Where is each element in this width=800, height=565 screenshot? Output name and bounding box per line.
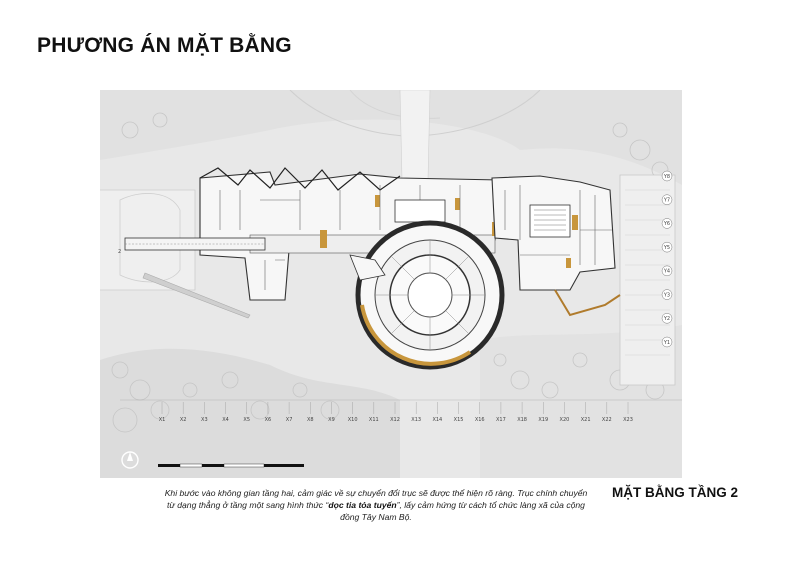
grid-y-label: Y7	[663, 198, 670, 204]
grid-x-label: X12	[390, 417, 400, 423]
grid-x-label: X7	[286, 417, 293, 423]
grid-y-bubble	[661, 265, 673, 277]
grid-x-label: X13	[411, 417, 421, 423]
wood-accent	[375, 195, 380, 207]
grid-x-label: X8	[307, 417, 314, 423]
grid-y-bubble	[661, 336, 673, 348]
scale-bar	[158, 463, 304, 468]
grid-x-label: X11	[369, 417, 379, 423]
wood-accent	[566, 258, 571, 268]
grid-x-label: X19	[538, 417, 548, 423]
east-interior-walls	[504, 185, 612, 265]
grid-y-bubble	[661, 194, 673, 205]
grid-y-label: Y8	[663, 174, 670, 180]
wood-accent	[320, 230, 327, 248]
circular-hall-wood-arc	[360, 304, 472, 366]
park-area-north	[100, 90, 682, 185]
grid-y-bubble	[661, 313, 673, 324]
grid-x-label: X14	[432, 417, 442, 423]
grid-y-label: Y5	[663, 245, 670, 251]
connector-to-hall	[349, 254, 386, 281]
caption-text-2: ”, lấy cảm hứng từ cách tổ chức làng xã …	[340, 500, 585, 522]
grid-x-label: X9	[328, 417, 335, 423]
wood-accent	[455, 198, 460, 210]
grid-x-label: X15	[454, 417, 464, 423]
north-arrow-needle	[127, 452, 133, 461]
grid-x-label: X17	[496, 417, 506, 423]
grid-x-label: X6	[265, 417, 272, 423]
grid-x-label: X4	[222, 417, 229, 423]
park-curve	[349, 90, 441, 119]
grid-x-label: X21	[581, 417, 591, 423]
grid-y-bubble	[661, 218, 673, 229]
circular-hall-core	[407, 272, 453, 318]
caption-text-1: Khi bước vào không gian tầng hai, cảm gi…	[164, 488, 588, 510]
grid-y-label: Y2	[663, 316, 670, 322]
wood-accent	[572, 215, 578, 230]
grid-x-label: X22	[602, 417, 612, 423]
grid-y-label: Y3	[663, 292, 670, 298]
section-marker: 2	[118, 249, 121, 255]
auditorium	[529, 204, 571, 238]
landscape-blade	[142, 272, 251, 319]
grid-x-label: X2	[180, 417, 187, 423]
east-ramp	[554, 289, 621, 317]
grid-x-label: X10	[348, 417, 358, 423]
atrium-void	[394, 199, 446, 223]
floor-plan-drawing: 2 X1 X2 X3 X4 X5 X6 X7 X8 X9 X10 X11 X12 X13 X14 X15 X1…	[100, 90, 682, 478]
grid-y-label: Y6	[663, 221, 670, 227]
grid-x-label: X3	[201, 417, 208, 423]
grid-x-label: X20	[560, 417, 570, 423]
grid-y-label: Y1	[663, 340, 670, 346]
grid-x-label: X18	[517, 417, 527, 423]
grid-x-label: X5	[243, 417, 250, 423]
park-curve	[289, 90, 541, 137]
parking-lines	[625, 189, 670, 356]
grid-y-bubble	[661, 170, 673, 182]
park-area-south	[100, 348, 400, 478]
building-saw-edge	[199, 167, 401, 191]
page-title: PHƯƠNG ÁN MẶT BẰNG	[37, 34, 292, 57]
grid-x-label: X1	[159, 417, 166, 423]
road-loop	[119, 193, 181, 283]
grid-y-label: Y4	[663, 269, 670, 275]
grid-x-label: X23	[623, 417, 633, 423]
caption-highlight: dọc tia tỏa tuyến	[328, 500, 397, 510]
grid-y-bubble	[661, 241, 673, 253]
axis-north	[399, 90, 431, 181]
grid-x-label: X16	[475, 417, 485, 423]
auditorium-seating	[534, 209, 566, 231]
circular-hall-spokes	[375, 240, 485, 350]
grid-y-bubble	[661, 289, 673, 300]
floor-title: MẶT BẰNG TẦNG 2	[612, 485, 738, 500]
description-caption: Khi bước vào không gian tầng hai, cảm gi…	[160, 487, 592, 523]
